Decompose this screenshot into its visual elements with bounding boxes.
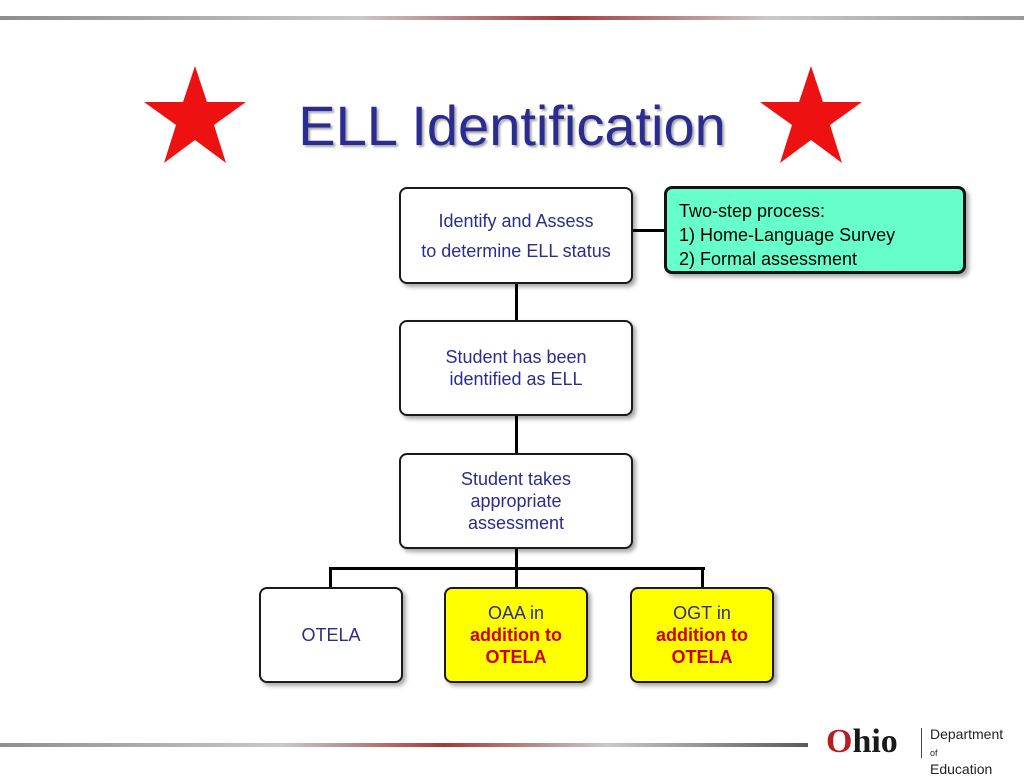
note-line-2: 1) Home-Language Survey <box>679 225 896 245</box>
two-step-note: Two-step process: 1) Home-Language Surve… <box>664 186 966 274</box>
step-identified-ell: Student has been identified as ELL <box>399 320 633 416</box>
logo-education: Education <box>930 761 993 777</box>
step-identify-line2: to determine ELL status <box>421 240 611 261</box>
connector-ogt <box>701 567 704 588</box>
slide-title: ELL Identification <box>298 94 726 157</box>
logo-of: of <box>930 748 938 758</box>
outcome-otela-text: OTELA <box>301 625 361 645</box>
logo-wordmark: Ohio <box>826 722 898 762</box>
connector-step3-down <box>515 549 518 568</box>
step-identified-text: Student has been identified as ELL <box>445 347 587 389</box>
logo-separator <box>921 728 922 758</box>
note-line-3: 2) Formal assessment <box>679 249 858 269</box>
outcome-otela: OTELA <box>259 587 403 683</box>
logo-department: Department <box>930 726 1004 742</box>
step-takes-text: Student takes appropriate assessment <box>460 469 572 533</box>
logo-education-line: of Education <box>930 743 992 777</box>
logo-o: O <box>826 723 853 760</box>
top-divider <box>0 16 1024 20</box>
connector-step2-step3 <box>515 416 518 454</box>
star-icon <box>144 66 246 163</box>
connector-otela <box>329 567 332 588</box>
star-icon <box>760 66 862 163</box>
connector-step1-step2 <box>515 284 518 321</box>
step-takes-assessment: Student takes appropriate assessment <box>399 453 633 549</box>
bottom-divider <box>0 743 808 747</box>
step-identify-assess: Identify and Assess to determine ELL sta… <box>399 187 633 284</box>
outcome-ogt-prefix: OGT in <box>673 603 731 623</box>
note-line-1: Two-step process: <box>679 201 826 221</box>
logo-hio: hio <box>852 723 898 760</box>
outcome-oaa-emphasis: addition to OTELA <box>470 625 562 667</box>
outcome-oaa-prefix: OAA in <box>487 603 545 623</box>
outcome-oaa: OAA in addition to OTELA <box>444 587 588 683</box>
connector-oaa <box>515 567 518 588</box>
step-identify-line1: Identify and Assess <box>438 210 594 231</box>
outcome-ogt: OGT in addition to OTELA <box>630 587 774 683</box>
connector-note <box>632 229 666 232</box>
outcome-ogt-emphasis: addition to OTELA <box>656 625 748 667</box>
